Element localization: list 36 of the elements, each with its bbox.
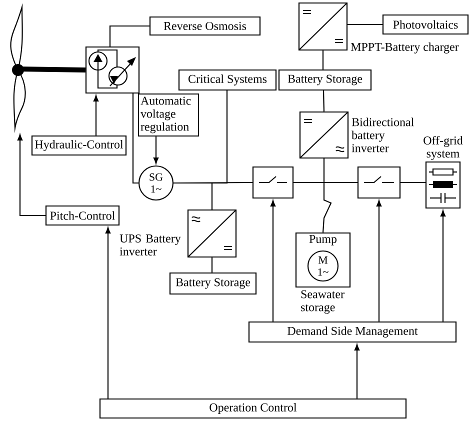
text-box: Reverse Osmosis: [149, 16, 261, 36]
arrow: [17, 134, 46, 216]
text-box: Battery Storage: [169, 272, 257, 295]
connector-line: [322, 90, 325, 112]
connector-line: [109, 25, 150, 46]
text-box: Battery Storage: [278, 69, 372, 91]
arrow: [354, 344, 360, 398]
arrow: [105, 227, 111, 398]
hydraulic-drive-box: [85, 46, 140, 94]
node-caption: MPPT-Battery charger: [350, 42, 459, 54]
node-caption: Seawater storage: [301, 290, 344, 314]
connector-line: [211, 258, 213, 272]
switch-box: [252, 166, 294, 199]
arrow: [93, 95, 99, 136]
node-caption: Off-grid system: [424, 136, 463, 160]
connector-line: [132, 94, 138, 184]
node-caption: Bidirectional battery inverter: [352, 118, 414, 152]
text-box: Pitch-Control: [45, 205, 120, 226]
control-box: Automatic voltage regulation: [138, 93, 200, 137]
text-box: Operation Control: [99, 398, 407, 419]
text-box: Photovoltaics: [382, 14, 469, 35]
connector-line: [322, 50, 324, 70]
arrow: [153, 136, 159, 164]
text-box: Demand Side Management: [248, 321, 457, 343]
switch-box: [357, 166, 401, 199]
text-box: Hydraulic-Control: [31, 135, 127, 156]
connector-line: [322, 158, 332, 232]
arrow: [270, 200, 276, 322]
arrow: [440, 210, 446, 322]
connector-line: [400, 182, 426, 184]
connector-line: [174, 182, 252, 184]
text-box: Critical Systems: [178, 69, 277, 91]
connector-line: [294, 182, 358, 184]
arrow: [376, 200, 382, 322]
connector-line: [348, 24, 382, 26]
node-caption: UPS Battery inverter: [120, 234, 181, 256]
